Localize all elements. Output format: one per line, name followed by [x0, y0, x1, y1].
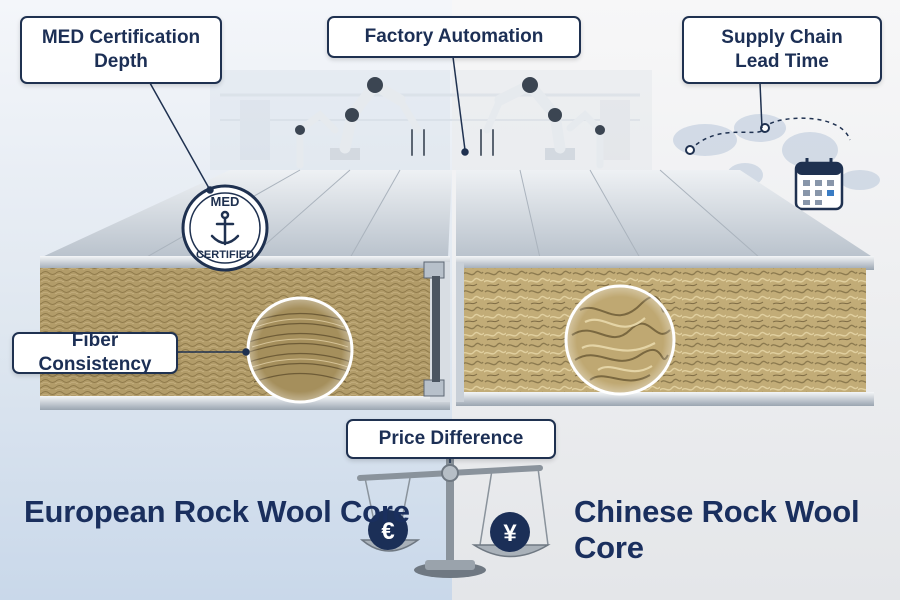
med-certified-badge: MED CERTIFIED — [181, 184, 269, 272]
med-certification-line2: Depth — [94, 51, 148, 72]
fiber-consistency-label: Fiber Consistency — [38, 330, 152, 375]
badge-bottom-text: CERTIFIED — [196, 249, 254, 261]
supply-chain-callout: Supply Chain Lead Time — [682, 16, 882, 84]
fiber-consistency-callout: Fiber Consistency — [12, 330, 178, 375]
euro-symbol: € — [381, 518, 394, 545]
european-fiber-magnifier — [246, 296, 354, 404]
price-difference-label: Price Difference — [378, 428, 524, 450]
yen-symbol: ¥ — [503, 520, 517, 547]
factory-automation-label: Factory Automation — [364, 26, 544, 48]
price-difference-callout: Price Difference — [346, 419, 556, 459]
route-node-icon — [760, 123, 770, 133]
chinese-fiber-magnifier — [564, 284, 676, 396]
badge-top-text: MED — [211, 194, 240, 209]
supply-chain-line2: Lead Time — [735, 51, 829, 72]
route-node-icon — [685, 145, 695, 155]
anchor-icon — [210, 210, 240, 246]
robot-arm-icon — [295, 77, 605, 169]
european-core-title: European Rock Wool Core — [24, 494, 410, 529]
callout-connectors — [149, 56, 763, 463]
med-certification-line1: MED Certification — [41, 27, 201, 49]
balance-scale-icon: € ¥ — [357, 445, 551, 578]
factory-automation-callout: Factory Automation — [327, 16, 581, 58]
med-certification-callout: MED Certification Depth — [20, 16, 222, 84]
chinese-core-title: Chinese Rock Wool Core — [574, 494, 860, 565]
calendar-icon — [794, 158, 844, 211]
supply-chain-line1: Supply Chain — [721, 27, 843, 49]
